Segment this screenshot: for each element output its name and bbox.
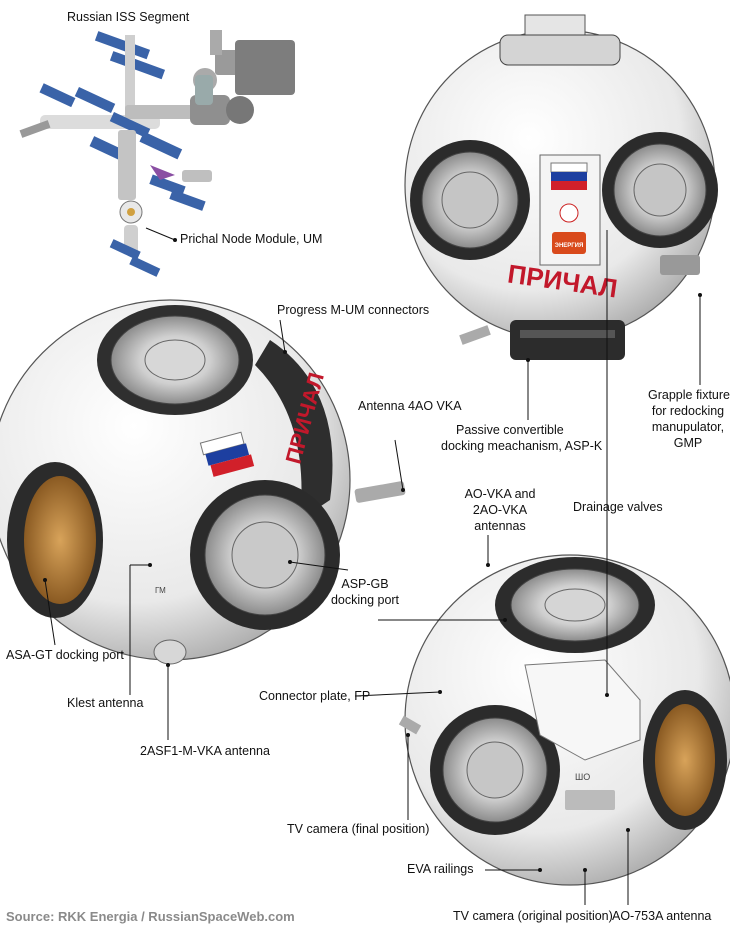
label-tv-camera-final: TV camera (final position) — [287, 822, 430, 836]
label-drainage-valves: Drainage valves — [573, 500, 663, 514]
label-passive-docking-line2: docking meachanism, ASP-K — [441, 439, 603, 453]
label-asp-gb-line1: ASP-GB — [341, 577, 389, 591]
source-credit: Source: RKK Energia / RussianSpaceWeb.co… — [6, 909, 295, 924]
label-asa-gt-docking-port: ASA-GT docking port — [6, 648, 124, 662]
label-asp-gb-line2: docking port — [330, 593, 400, 607]
leader-dots — [43, 238, 702, 872]
energia-logo-text: ЭНЕРГИЯ — [555, 243, 584, 249]
module-top-view: ЭНЕРГИЯ ПРИЧАЛ — [404, 14, 718, 360]
label-grapple-line3: manupulator, — [651, 420, 725, 434]
label-ao-vka-line3: antennas — [474, 519, 526, 533]
label-progress-connectors: Progress M-UM connectors — [277, 303, 430, 317]
label-2asf1-antenna: 2ASF1-M-VKA antenna — [140, 744, 270, 758]
label-klest-antenna: Klest antenna — [67, 696, 144, 710]
shu-mark: ШО — [575, 772, 590, 782]
label-eva-railings: EVA railings — [407, 862, 474, 876]
label-grapple-line1: Grapple fixture — [648, 388, 730, 402]
label-antenna-4ao: Antenna 4AO VKA — [358, 399, 462, 413]
module-left-view: ПРИЧАЛ ГМ — [0, 299, 406, 665]
label-ao-vka-line1: AO-VKA and — [464, 487, 536, 501]
label-ao-753a-antenna: AO-753A antenna — [612, 909, 712, 923]
label-prichal-node: Prichal Node Module, UM — [180, 232, 323, 246]
label-passive-docking-line1: Passive convertible — [456, 423, 564, 437]
gm-mark: ГМ — [155, 586, 166, 595]
label-russian-iss-segment: Russian ISS Segment — [67, 10, 190, 24]
label-grapple-line4: GMP — [673, 436, 703, 450]
label-connector-plate: Connector plate, FP — [259, 689, 371, 703]
leader-lines — [44, 227, 701, 905]
label-tv-camera-original: TV camera (original position) — [453, 909, 613, 923]
module-bottom-view: ШО — [398, 554, 730, 886]
iss-segment-drawing — [19, 30, 295, 277]
label-grapple-line2: for redocking — [651, 404, 725, 418]
label-ao-vka-line2: 2AO-VKA — [472, 503, 528, 517]
